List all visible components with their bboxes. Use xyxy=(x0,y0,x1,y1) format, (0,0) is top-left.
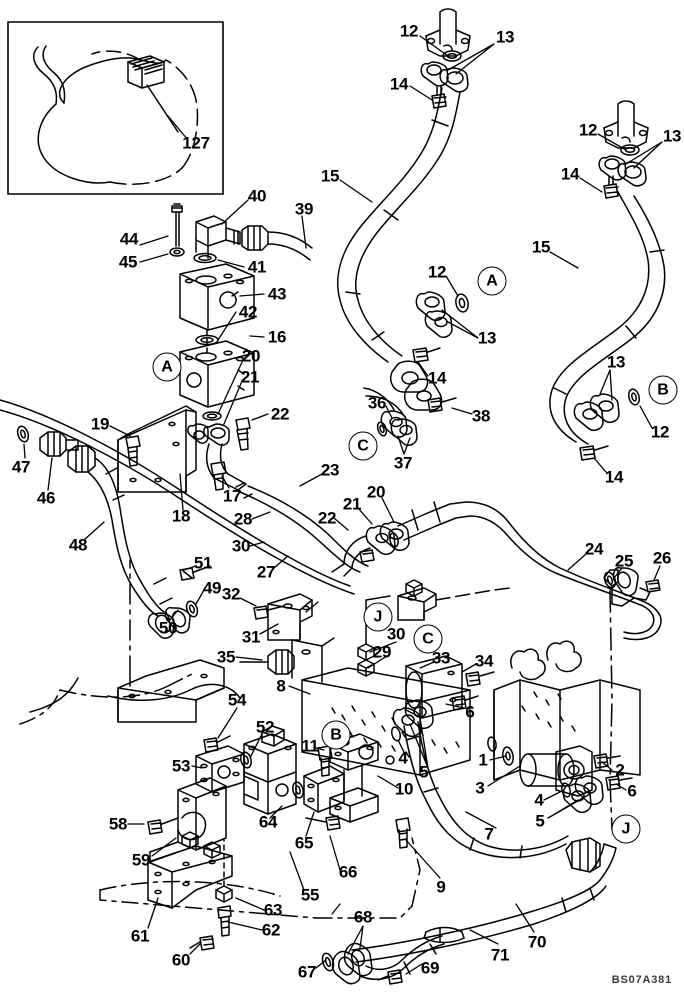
callout-30: 30 xyxy=(386,624,406,644)
callout-71: 71 xyxy=(490,945,510,965)
callout-12: 12 xyxy=(399,21,419,41)
callout-33: 33 xyxy=(431,648,451,668)
callout-40: 40 xyxy=(247,186,267,206)
callout-12: 12 xyxy=(427,262,447,282)
callout-47: 47 xyxy=(11,457,31,477)
callout-13: 13 xyxy=(477,328,497,348)
callout-30: 30 xyxy=(231,536,251,556)
callout-36: 36 xyxy=(367,393,387,413)
callout-52: 52 xyxy=(255,717,275,737)
callout-14: 14 xyxy=(389,74,409,94)
callout-14: 14 xyxy=(604,467,624,487)
figure-code: BS07A381 xyxy=(611,974,672,986)
callout-14: 14 xyxy=(427,368,447,388)
callout-4: 4 xyxy=(398,748,408,768)
callout-4: 4 xyxy=(534,790,544,810)
callout-7: 7 xyxy=(484,824,494,844)
callout-54: 54 xyxy=(227,690,247,710)
callout-5: 5 xyxy=(535,811,545,831)
callout-49: 49 xyxy=(202,578,222,598)
callout-13: 13 xyxy=(662,126,682,146)
callout-13: 13 xyxy=(495,27,515,47)
callout-55: 55 xyxy=(300,885,320,905)
callout-6: 6 xyxy=(627,781,637,801)
callout-69: 69 xyxy=(420,958,440,978)
callout-35: 35 xyxy=(216,647,236,667)
callout-19: 19 xyxy=(90,414,110,434)
callout-61: 61 xyxy=(130,926,150,946)
callout-46: 46 xyxy=(36,488,56,508)
callout-32: 32 xyxy=(221,584,241,604)
callout-65: 65 xyxy=(294,833,314,853)
callout-60: 60 xyxy=(171,950,191,970)
callout-63: 63 xyxy=(263,900,283,920)
callout-70: 70 xyxy=(527,932,547,952)
section-marker-A: A xyxy=(152,352,182,382)
callout-51: 51 xyxy=(193,553,213,573)
callout-48: 48 xyxy=(68,535,88,555)
callout-15: 15 xyxy=(531,237,551,257)
callout-10: 10 xyxy=(394,779,414,799)
callout-12: 12 xyxy=(650,422,670,442)
callout-14: 14 xyxy=(560,164,580,184)
callout-11: 11 xyxy=(301,736,319,756)
callout-42: 42 xyxy=(238,302,258,322)
callout-21: 21 xyxy=(240,367,260,387)
callout-66: 66 xyxy=(338,862,358,882)
callout-127: 127 xyxy=(182,133,210,153)
callout-44: 44 xyxy=(119,229,139,249)
callout-20: 20 xyxy=(366,482,386,502)
callout-22: 22 xyxy=(270,404,290,424)
callout-53: 53 xyxy=(171,756,191,776)
callout-67: 67 xyxy=(297,962,317,982)
callout-23: 23 xyxy=(320,460,340,480)
callout-45: 45 xyxy=(118,252,138,272)
callout-58: 58 xyxy=(108,814,128,834)
callout-59: 59 xyxy=(131,850,151,870)
section-marker-B: B xyxy=(321,720,351,750)
callout-43: 43 xyxy=(267,284,287,304)
callout-18: 18 xyxy=(171,506,191,526)
callout-28: 28 xyxy=(233,509,253,529)
callout-13: 13 xyxy=(606,352,626,372)
section-marker-J: J xyxy=(611,814,641,844)
callout-2: 2 xyxy=(615,760,625,780)
callout-20: 20 xyxy=(241,346,261,366)
callout-3: 3 xyxy=(475,778,485,798)
callout-21: 21 xyxy=(342,494,362,514)
callout-50: 50 xyxy=(158,618,178,638)
callout-12: 12 xyxy=(578,120,598,140)
callout-39: 39 xyxy=(294,199,314,219)
callout-34: 34 xyxy=(474,651,494,671)
callout-6: 6 xyxy=(465,702,475,722)
callout-1: 1 xyxy=(478,750,488,770)
callout-9: 9 xyxy=(436,877,446,897)
callout-31: 31 xyxy=(241,627,261,647)
section-marker-C: C xyxy=(348,431,378,461)
callout-26: 26 xyxy=(652,548,672,568)
section-marker-J: J xyxy=(363,602,393,632)
callout-17: 17 xyxy=(222,486,242,506)
callout-68: 68 xyxy=(353,907,373,927)
callout-37: 37 xyxy=(393,453,413,473)
callout-38: 38 xyxy=(471,406,491,426)
section-marker-C: C xyxy=(413,624,443,654)
callout-24: 24 xyxy=(584,539,604,559)
callout-15: 15 xyxy=(320,166,340,186)
callout-16: 16 xyxy=(267,327,287,347)
callout-5: 5 xyxy=(419,762,429,782)
callout-27: 27 xyxy=(256,562,276,582)
callout-64: 64 xyxy=(258,812,278,832)
callout-62: 62 xyxy=(261,920,281,940)
section-marker-A: A xyxy=(477,266,507,296)
callout-25: 25 xyxy=(614,551,634,571)
callout-22: 22 xyxy=(317,508,337,528)
section-marker-B: B xyxy=(648,375,678,405)
callout-41: 41 xyxy=(247,257,267,277)
callout-29: 29 xyxy=(372,642,392,662)
callout-8: 8 xyxy=(276,676,286,696)
